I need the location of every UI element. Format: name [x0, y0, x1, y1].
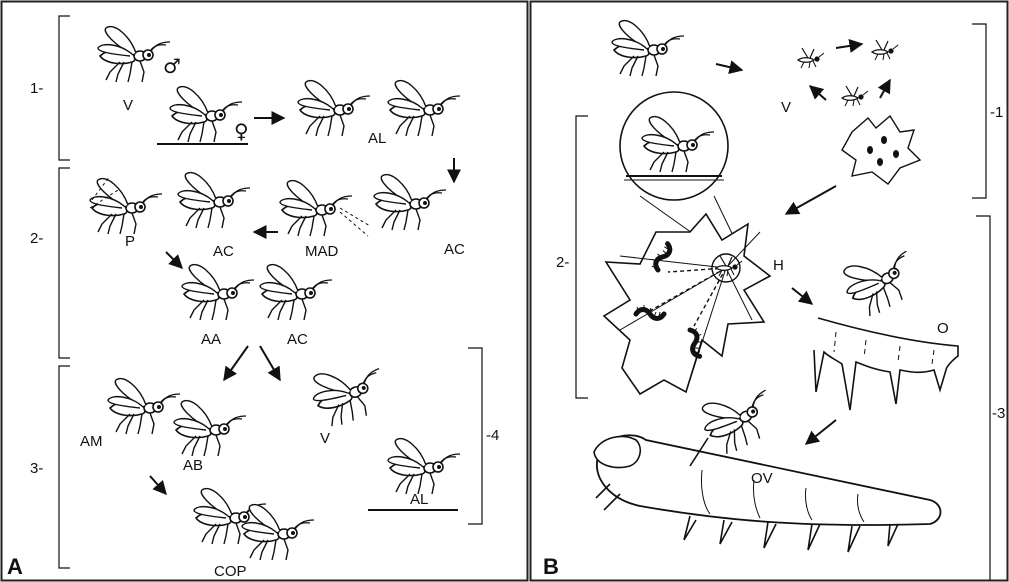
- phase-label-3: 3-: [30, 460, 43, 477]
- label-am: AM: [80, 433, 103, 450]
- wasp-ac-2: [374, 175, 446, 230]
- arrow: [260, 346, 280, 380]
- phase-label-2: 2-: [30, 230, 43, 247]
- arrow: [810, 86, 826, 100]
- phase-4-bracket: [468, 348, 482, 524]
- wasp-alert-1: [298, 81, 370, 136]
- phase-label-4: -4: [486, 427, 499, 444]
- label-cop: COP: [214, 563, 247, 580]
- male-symbol: ♂: [163, 54, 181, 78]
- wasp-ac-3: [260, 265, 332, 320]
- panel-label-b: B: [543, 554, 559, 579]
- phase-1-bracket: [59, 16, 70, 160]
- caterpillar-head: [594, 436, 640, 467]
- label-v-right: V: [320, 430, 330, 447]
- arrow: [792, 288, 812, 304]
- phase-2-bracket: [576, 116, 588, 398]
- wasp-flying-male: [98, 27, 170, 82]
- phase-label-1: -1: [990, 104, 1003, 121]
- label-al-2: AL: [410, 491, 428, 508]
- arrow: [166, 252, 182, 268]
- label-ab: AB: [183, 457, 203, 474]
- label-o: O: [937, 320, 949, 337]
- arrow: [806, 420, 836, 444]
- small-wasp: [798, 48, 824, 68]
- arrow: [786, 186, 836, 214]
- wasp-am: [108, 379, 180, 434]
- label-mad: MAD: [305, 243, 339, 260]
- antennae-motion-lines: [340, 208, 370, 236]
- label-p: P: [125, 233, 135, 250]
- small-wasp: [842, 86, 868, 106]
- phase-3-bracket: [976, 216, 990, 580]
- panel-label-a: A: [7, 554, 23, 579]
- arrow: [716, 64, 742, 70]
- wasp-ovipositing-ov: [695, 377, 785, 460]
- label-ac-1: AC: [213, 243, 234, 260]
- host-leaf: [604, 214, 770, 394]
- arrow: [836, 44, 862, 48]
- arrow: [880, 80, 890, 98]
- phase-label-1: 1-: [30, 80, 43, 97]
- label-ac-2: AC: [444, 241, 465, 258]
- panel-a: 1- 2- 3- -4 ♂ V ♀ AL P AC MAD AC AA AC: [7, 16, 499, 580]
- phase-label-2: 2-: [556, 254, 569, 271]
- label-al-1: AL: [368, 130, 386, 147]
- label-aa: AA: [201, 331, 221, 348]
- wasp-ovipositing-o: [836, 238, 926, 322]
- phase-2-bracket: [59, 168, 70, 358]
- small-wasp: [872, 40, 898, 60]
- wasp-p: [90, 179, 162, 234]
- label-v-top: V: [123, 97, 133, 114]
- label-h: H: [773, 257, 784, 274]
- phase-3-bracket: [59, 366, 70, 568]
- female-symbol: ♀: [234, 119, 249, 143]
- wasp-ab: [174, 401, 246, 456]
- label-ov: OV: [751, 470, 773, 487]
- arrow: [150, 476, 166, 494]
- phase-1-bracket: [972, 24, 986, 198]
- panel-b: -1 2- -3 V H: [543, 21, 1005, 580]
- small-leaf: [842, 116, 920, 184]
- label-v: V: [781, 99, 791, 116]
- label-ac-3: AC: [287, 331, 308, 348]
- phase-label-3: -3: [992, 405, 1005, 422]
- wasp-v-right: [306, 354, 393, 431]
- wasp-ac-1: [178, 173, 250, 228]
- wasp-al-2: [388, 439, 460, 494]
- wasp-female: [170, 87, 242, 142]
- wasp-cop-2: [242, 505, 314, 560]
- wasp-alert-2: [388, 81, 460, 136]
- wasp-aa: [182, 265, 254, 320]
- arrow: [224, 346, 248, 380]
- wasp-searching: [612, 21, 684, 76]
